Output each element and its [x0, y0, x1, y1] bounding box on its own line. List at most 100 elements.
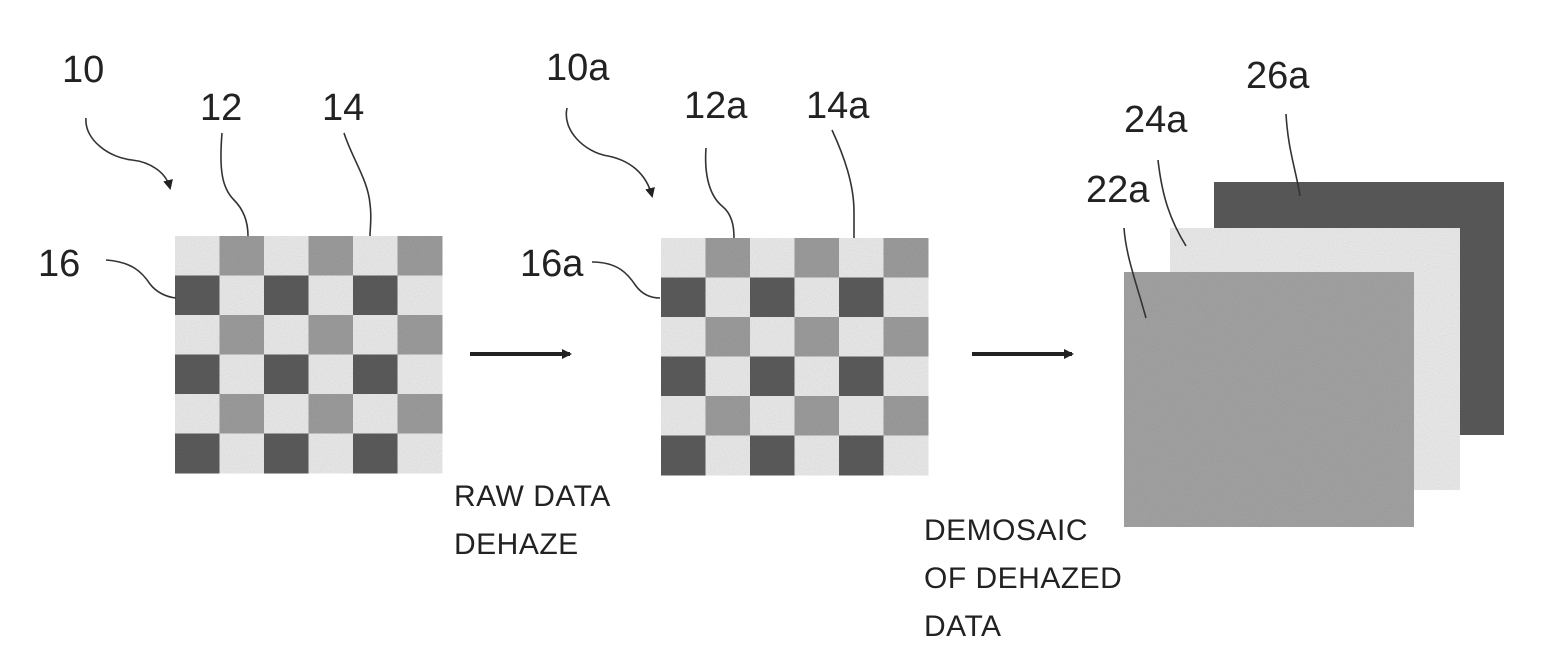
leader-line-10 [86, 118, 170, 188]
raw-mosaic-cell-dark [264, 434, 309, 474]
dehazed-mosaic-cell-dark [661, 436, 706, 476]
raw-mosaic-cell-light [309, 434, 354, 474]
leader-line-12a [706, 148, 734, 238]
leader-line-12 [221, 133, 248, 236]
dehazed-mosaic-cell-mid [706, 396, 751, 436]
step-caption-dehaze: RAW DATA DEHAZE [454, 480, 618, 561]
raw-mosaic-cell-mid [398, 394, 443, 434]
dehazed-mosaic-cell-light [839, 396, 884, 436]
raw-mosaic-cell-dark [175, 276, 220, 316]
dehazed-mosaic-cell-light [750, 317, 795, 357]
raw-mosaic-cell-light [353, 236, 398, 276]
dehazed-mosaic-cell-light [661, 238, 706, 278]
ref-label-14: 14 [322, 87, 364, 129]
dehazed-mosaic-cell-dark [750, 357, 795, 397]
ref-label-22a: 22a [1086, 169, 1150, 211]
raw-mosaic-cell-dark [353, 434, 398, 474]
raw-mosaic-cell-dark [175, 355, 220, 395]
dehazed-mosaic-cell-mid [706, 317, 751, 357]
dehazed-mosaic-cell-mid [884, 317, 929, 357]
step-caption-demosaic-line-3: DATA [924, 610, 1002, 643]
ref-label-14a: 14a [806, 85, 870, 127]
raw-mosaic-cell-mid [309, 394, 354, 434]
raw-mosaic-cell-light [264, 394, 309, 434]
dehazed-mosaic-cell-light [750, 396, 795, 436]
color-plane-22a [1124, 272, 1414, 527]
raw-mosaic-cell-light [353, 394, 398, 434]
raw-mosaic-cell-mid [309, 315, 354, 355]
dehazed-mosaic-cell-light [795, 436, 840, 476]
ref-label-12: 12 [200, 87, 242, 129]
dehazed-mosaic-cell-dark [661, 357, 706, 397]
step-caption-dehaze-line-1: RAW DATA [454, 480, 610, 513]
dehazed-mosaic-cell-mid [706, 238, 751, 278]
leader-line-14a [832, 130, 854, 238]
dehazed-mosaic-cell-light [884, 436, 929, 476]
dehazed-mosaic-cell-light [795, 278, 840, 318]
dehazed-mosaic-cell-mid [795, 317, 840, 357]
dehazed-mosaic-cell-light [706, 436, 751, 476]
dehazed-mosaic-cell-dark [750, 436, 795, 476]
dehazed-mosaic-cell-dark [839, 436, 884, 476]
raw-mosaic-cell-light [220, 276, 265, 316]
raw-mosaic-cell-light [353, 315, 398, 355]
raw-mosaic-cell-light [398, 355, 443, 395]
dehazed-mosaic-cell-light [706, 357, 751, 397]
raw-mosaic-cell-mid [398, 236, 443, 276]
raw-mosaic-cell-light [175, 315, 220, 355]
leader-line-16 [106, 260, 176, 298]
ref-label-10: 10 [62, 49, 104, 91]
raw-mosaic-cell-light [398, 276, 443, 316]
dehazed-mosaic-cell-light [884, 357, 929, 397]
raw-mosaic-cell-dark [175, 434, 220, 474]
dehazed-mosaic-cell-mid [795, 238, 840, 278]
step-caption-demosaic-line-2: OF DEHAZED [924, 562, 1122, 595]
raw-mosaic-cell-light [220, 355, 265, 395]
dehazed-mosaic-cell-light [661, 317, 706, 357]
raw-mosaic-cell-light [264, 236, 309, 276]
dehazed-mosaic-cell-dark [839, 278, 884, 318]
raw-mosaic-cell-mid [220, 394, 265, 434]
dehazed-mosaic-cell-light [884, 278, 929, 318]
ref-label-16a: 16a [520, 243, 584, 285]
ref-label-10a: 10a [546, 47, 610, 89]
raw-mosaic-cell-light [398, 434, 443, 474]
dehazed-mosaic-cell-mid [884, 238, 929, 278]
step-caption-demosaic: DEMOSAIC OF DEHAZED DATA [924, 514, 1131, 643]
raw-mosaic-cell-dark [264, 355, 309, 395]
dehazed-mosaic-cell-light [839, 317, 884, 357]
leader-line-16a [592, 262, 660, 298]
raw-mosaic-cell-light [309, 276, 354, 316]
dehazed-mosaic-cell-light [706, 278, 751, 318]
raw-mosaic-cell-dark [353, 355, 398, 395]
raw-mosaic-cell-mid [398, 315, 443, 355]
color-planes-stack [1124, 182, 1504, 527]
dehazed-mosaic-cell-dark [839, 357, 884, 397]
dehazed-mosaic-cell-light [795, 357, 840, 397]
ref-label-12a: 12a [684, 85, 748, 127]
raw-mosaic-cell-mid [220, 236, 265, 276]
ref-label-16: 16 [38, 243, 80, 285]
dehazed-mosaic-cell-mid [795, 396, 840, 436]
raw-mosaic-cell-light [175, 236, 220, 276]
raw-mosaic-cell-light [175, 394, 220, 434]
dehazed-mosaic-cell-light [661, 396, 706, 436]
step-caption-dehaze-line-2: DEHAZE [454, 528, 579, 561]
leader-line-10a [566, 108, 652, 196]
dehazed-mosaic-cell-light [750, 238, 795, 278]
raw-mosaic-cell-mid [309, 236, 354, 276]
raw-mosaic-grid [175, 236, 443, 474]
raw-mosaic-cell-dark [264, 276, 309, 316]
dehazed-mosaic-cell-dark [661, 278, 706, 318]
raw-mosaic-cell-light [220, 434, 265, 474]
raw-mosaic-cell-mid [220, 315, 265, 355]
raw-mosaic-cell-light [309, 355, 354, 395]
step-caption-demosaic-line-1: DEMOSAIC [924, 514, 1088, 547]
ref-label-26a: 26a [1246, 55, 1310, 97]
dehazed-mosaic-grid [661, 238, 929, 476]
raw-mosaic-cell-dark [353, 276, 398, 316]
ref-label-24a: 24a [1124, 99, 1188, 141]
dehazed-mosaic-cell-mid [884, 396, 929, 436]
dehazed-mosaic-cell-dark [750, 278, 795, 318]
